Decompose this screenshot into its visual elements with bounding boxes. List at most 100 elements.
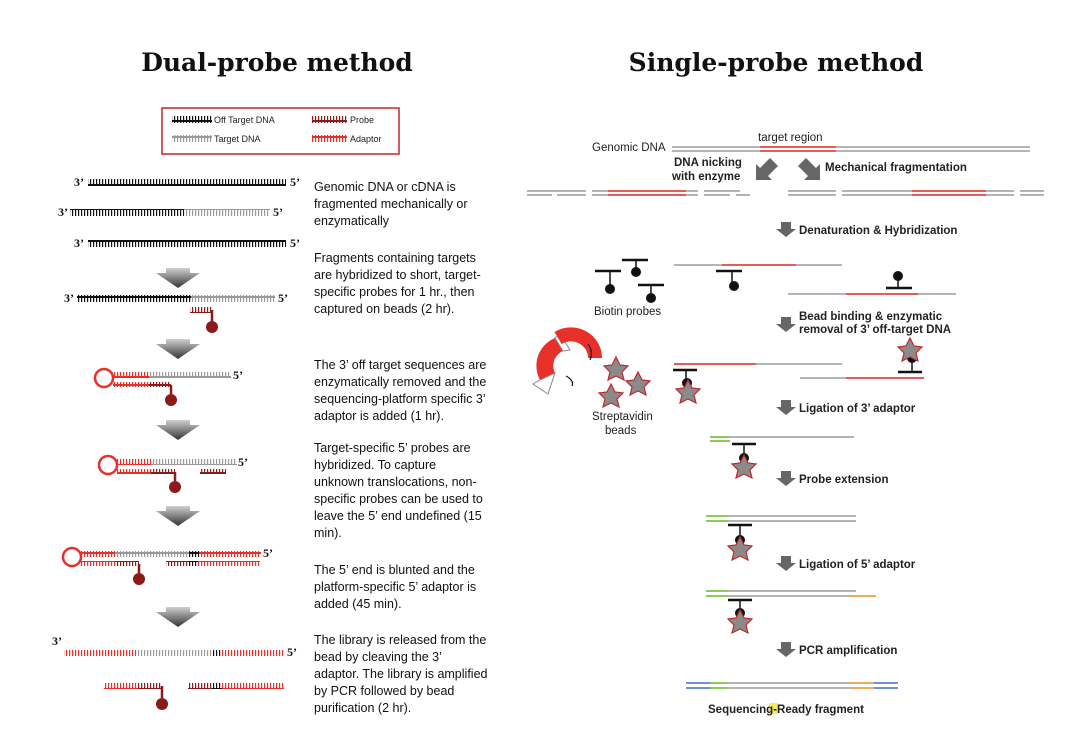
probe-strand (138, 683, 162, 689)
text-line: Streptavidin (592, 411, 653, 423)
text-line: captured on beads (2 hr). (314, 302, 454, 316)
magnet-icon (532, 327, 602, 395)
end-label-3: 3’ (58, 205, 68, 219)
end-label-5: 5’ (233, 368, 243, 382)
dual-step3-text: The 3’ off target sequences are enzymati… (314, 358, 490, 423)
legend-adaptor-label: Adaptor (350, 134, 382, 144)
single-fragments (527, 190, 1044, 196)
text-part: Sequencing- (708, 704, 777, 716)
target-strand (191, 295, 275, 302)
probe-ext-label: Probe extension (799, 474, 888, 486)
end-label-3: 3’ (74, 236, 84, 250)
text-line: Target-specific 5’ probes are (314, 441, 471, 455)
dual-step4-text: Target-specific 5’ probes are hybridized… (314, 441, 486, 540)
single-ligation5 (706, 590, 876, 635)
text-line: adaptor is added (1 hr). (314, 409, 444, 423)
adaptor-strand (117, 459, 151, 465)
dual-step2-text: Fragments containing targets are hybridi… (314, 251, 484, 316)
dual-step1-text: Genomic DNA or cDNA is fragmented mechan… (314, 180, 471, 228)
text-line: The 5’ end is blunted and the (314, 563, 475, 577)
probe-strand (188, 683, 212, 689)
single-probe-extension (706, 515, 856, 562)
legend-target-swatch (172, 135, 212, 142)
arrow-down-icon (776, 222, 796, 237)
adaptor-loop-icon (93, 367, 115, 389)
bead-binding-label: Bead binding & enzymatic removal of 3’ o… (799, 311, 951, 336)
text-line: specific probes for 1 hr., then (314, 285, 475, 299)
chevron-down-icon (156, 607, 200, 627)
bead-icon (730, 453, 758, 480)
legend-adaptor-swatch (312, 135, 347, 142)
off-target-strand (212, 683, 222, 689)
arrow-down-icon (776, 642, 796, 657)
mechanical-label: Mechanical fragmentation (825, 162, 967, 174)
dual-step2-hybridized: 3’ 5’ (64, 291, 288, 333)
text-line: beads (605, 425, 637, 437)
bead-icon (726, 608, 754, 635)
text-line: The library is released from the (314, 633, 486, 647)
legend: Off Target DNA Target DNA Probe Adaptor (161, 107, 400, 155)
single-ligation3 (710, 436, 854, 480)
end-label-5: 5’ (278, 291, 288, 305)
chevron-down-icon (156, 339, 200, 359)
final-fragment-label: Sequencing-Ready fragment (708, 704, 864, 716)
probe-strand (190, 307, 212, 313)
off-target-strand (77, 295, 191, 302)
end-label-3: 3’ (64, 291, 74, 305)
dual-probe-title: Dual-probe method (141, 48, 413, 77)
streptavidin-beads (597, 355, 652, 409)
bead-icon (597, 382, 625, 409)
dual-step1-fragments: 3’ 5’ 3’ 5’ 3’ 5’ (58, 175, 300, 250)
arrow-down-icon (776, 317, 796, 332)
probe-strand (149, 382, 171, 387)
text-line: enzymatically (314, 214, 390, 228)
text-line: platform-specific 5’ adaptor is (314, 580, 476, 594)
arrow-down-icon (776, 556, 796, 571)
pcr-label: PCR amplification (799, 645, 897, 657)
adaptor-strand (113, 382, 149, 387)
off-target-strand (212, 650, 222, 656)
text-line: specific probes can be used to (314, 492, 483, 506)
probe-strand (115, 561, 139, 566)
adaptor-loop-icon (97, 454, 119, 476)
text-line: Genomic DNA or cDNA is (314, 180, 456, 194)
text-line: hybridized. To capture (314, 458, 436, 472)
text-line: unknown translocations, non- (314, 475, 477, 489)
target-region-label: target region (758, 132, 823, 144)
biotin-probes (595, 258, 664, 303)
dual-step6-text: The library is released from the bead by… (314, 633, 491, 715)
legend-off-target-label: Off Target DNA (214, 115, 275, 125)
target-strand (149, 372, 231, 378)
adaptor-strand (117, 469, 151, 474)
legend-probe-swatch (312, 116, 347, 123)
single-genomic: Genomic DNA target region (592, 132, 1030, 154)
dual-step4-5prime-probe: 5’ (97, 454, 248, 493)
dual-step5-blunted: 5’ (61, 546, 273, 585)
chevron-down-icon (156, 506, 200, 526)
text-line: sequencing-platform specific 3’ (314, 392, 485, 406)
text-part: eady fragment (785, 704, 864, 716)
end-label-5: 5’ (238, 455, 248, 469)
text-line: Fragments containing targets (314, 251, 476, 265)
adaptor-strand (81, 551, 115, 557)
end-label-5: 5’ (263, 546, 273, 560)
probe-strand (166, 561, 188, 566)
target-strand (136, 650, 212, 656)
chevron-down-icon (156, 420, 200, 440)
arrow-down-left-icon (756, 158, 778, 180)
dual-step5-text: The 5’ end is blunted and the platform-s… (314, 563, 480, 611)
text-line: enzymatically removed and the (314, 375, 486, 389)
bead-icon (602, 355, 630, 382)
text-line: by PCR followed by bead (314, 684, 454, 698)
streptavidin-label: Streptavidin beads (592, 411, 656, 437)
highlight-mark (769, 703, 778, 714)
bead-icon (206, 321, 218, 333)
off-target-strand (188, 561, 198, 566)
single-hybrid-strands (674, 264, 956, 295)
chevron-down-icon (156, 268, 200, 288)
text-line: The 3’ off target sequences are (314, 358, 486, 372)
ligation3-label: Ligation of 3’ adaptor (799, 403, 916, 415)
arrow-down-icon (776, 400, 796, 415)
probe-strand (200, 469, 226, 474)
legend-target-label: Target DNA (214, 134, 261, 144)
